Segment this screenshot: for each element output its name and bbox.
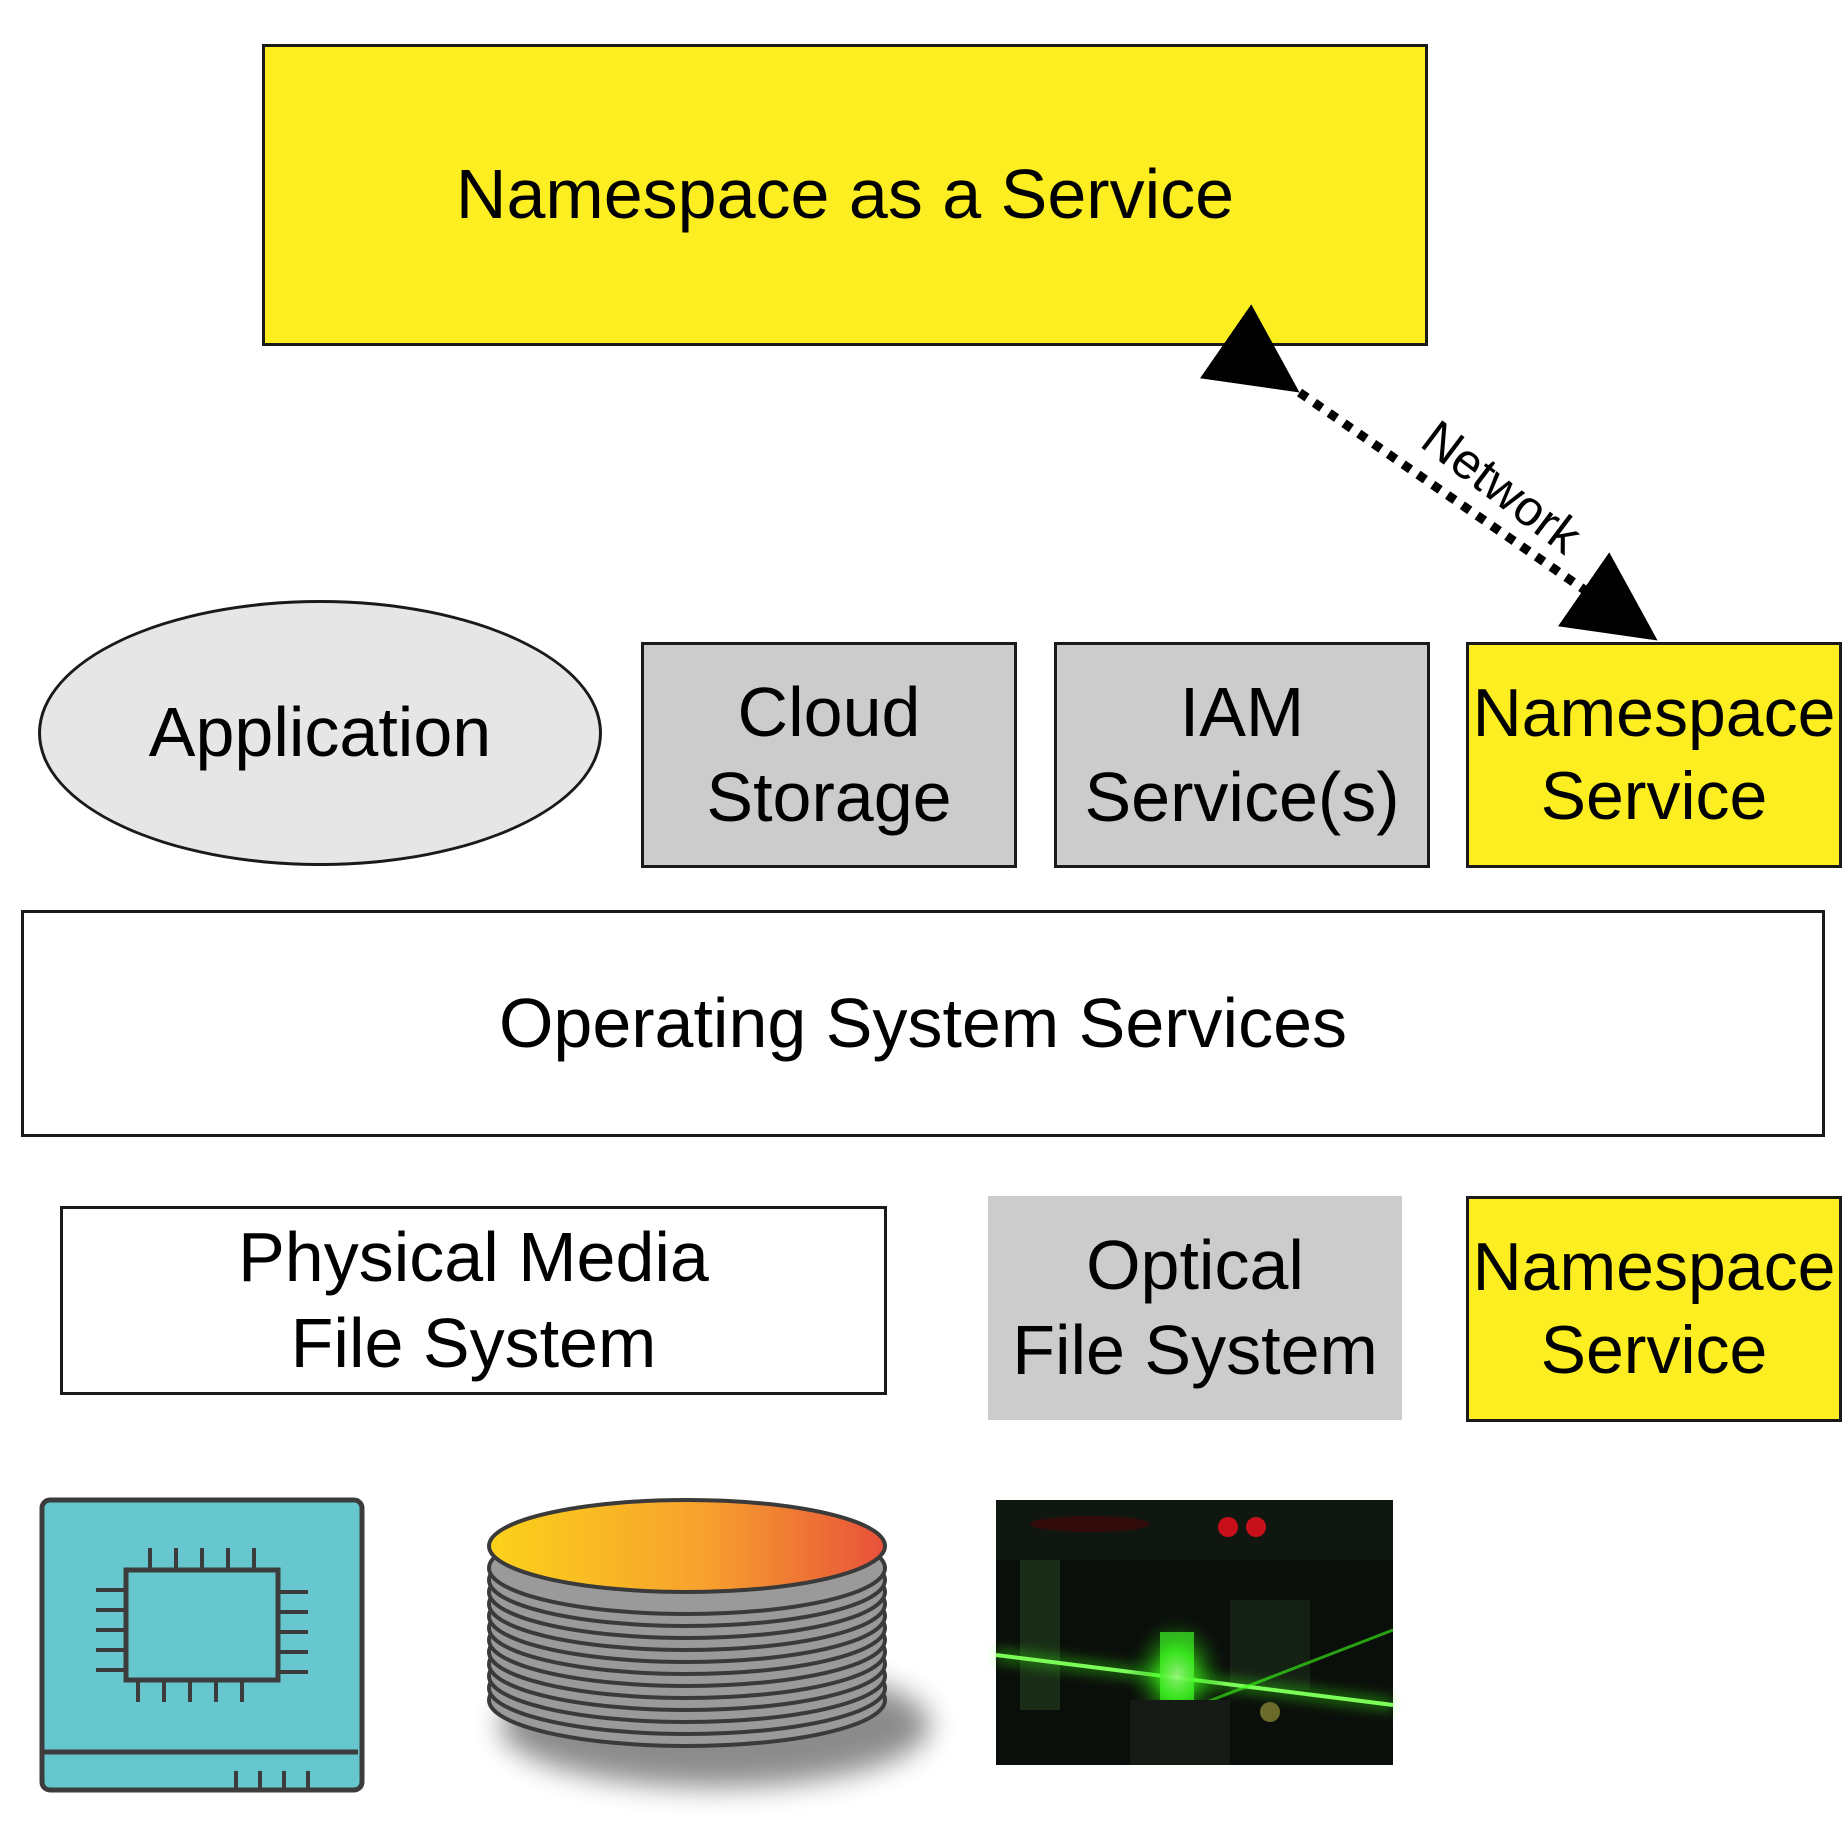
optical-laser-photo: [995, 1500, 1394, 1765]
namespace-service-label-lower: Namespace Service: [1472, 1229, 1836, 1388]
physical-media-file-system-box: Physical Media File System: [60, 1206, 887, 1395]
network-dotted-line: [1199, 304, 1658, 641]
application-ellipse: Application: [38, 600, 602, 866]
disk-platter-stack-icon: [487, 1498, 930, 1787]
operating-system-services-box: Operating System Services: [21, 910, 1825, 1137]
cloud-storage-box: Cloud Storage: [641, 642, 1017, 868]
application-label: Application: [148, 693, 492, 772]
optical-file-system-box: Optical File System: [988, 1196, 1402, 1420]
namespace-as-a-service-label: Namespace as a Service: [455, 155, 1235, 234]
chip-board-icon: [39, 1497, 365, 1793]
cloud-storage-label: Cloud Storage: [706, 672, 952, 836]
namespace-as-a-service-box: Namespace as a Service: [262, 44, 1428, 346]
iam-services-label: IAM Service(s): [1084, 672, 1400, 836]
iam-services-box: IAM Service(s): [1054, 642, 1430, 868]
operating-system-services-label: Operating System Services: [498, 983, 1348, 1062]
physical-media-file-system-label: Physical Media File System: [238, 1218, 709, 1382]
namespace-service-box-upper: Namespace Service: [1466, 642, 1842, 868]
namespace-service-label-upper: Namespace Service: [1472, 675, 1836, 834]
namespace-service-box-lower: Namespace Service: [1466, 1196, 1842, 1422]
optical-file-system-label: Optical File System: [1012, 1225, 1378, 1389]
